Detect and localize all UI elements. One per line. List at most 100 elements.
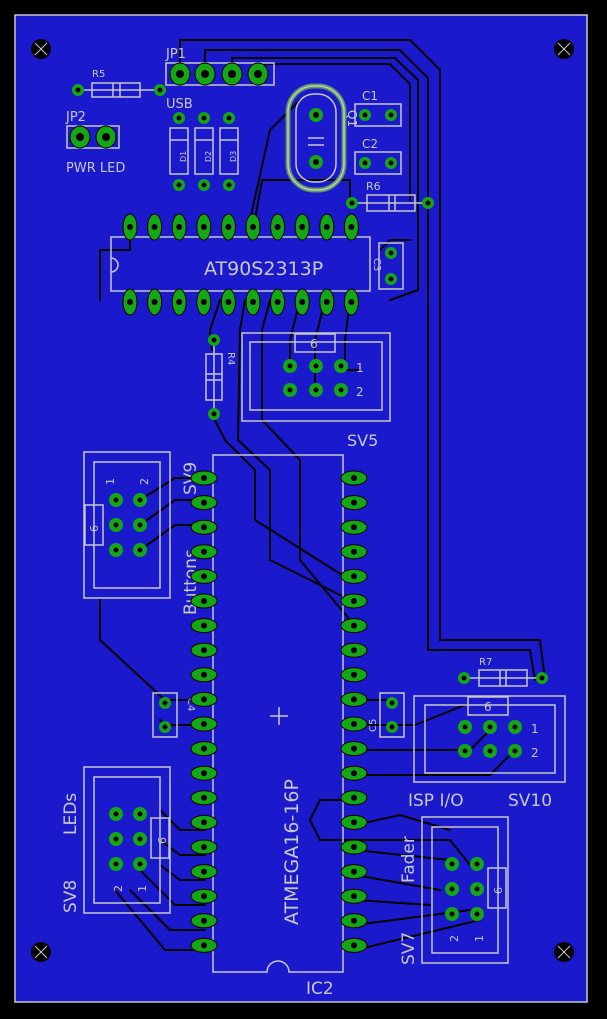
sv10-pin6-label: 6 <box>484 700 492 714</box>
ic2-pad-hole <box>351 475 357 481</box>
isp-label: ISP I/O <box>408 791 464 811</box>
ic1-pad-hole <box>176 224 183 230</box>
ic1-pad-hole <box>151 299 158 305</box>
r6-resistor <box>346 194 434 212</box>
ic2-pad-hole <box>351 573 357 580</box>
ic1-pad-hole <box>323 299 330 305</box>
d2-label: D2 <box>204 151 213 162</box>
r5-label: R5 <box>92 69 105 80</box>
ic2-pad-hole <box>201 622 207 629</box>
sv5-pin1-label: 1 <box>356 361 364 375</box>
d1-label: D1 <box>179 151 188 162</box>
ic2-pad-hole <box>201 671 207 678</box>
ic1-pad-hole <box>250 224 256 230</box>
capacitor-c3 <box>378 242 404 290</box>
ic1-label: AT90S2313P <box>204 258 323 280</box>
sv8-pin6-label: 6 <box>156 837 169 844</box>
ic1-at90s2313 <box>110 213 371 316</box>
sv8-connector <box>83 766 171 914</box>
ic2-pad-hole <box>201 524 207 531</box>
ic2-pad-hole <box>351 770 357 777</box>
c5-label: C5 <box>368 719 379 732</box>
jp2-header <box>66 125 120 149</box>
r5-resistor <box>72 82 166 98</box>
sv8-pin2-label: 2 <box>112 885 125 892</box>
ic2-atmega16 <box>190 454 368 973</box>
ic1-pad-hole <box>250 299 256 305</box>
usb-label: USB <box>166 97 193 112</box>
sv8-label: SV8 <box>61 880 81 913</box>
r7-label: R7 <box>479 657 492 668</box>
ic2-label: IC2 <box>306 979 334 999</box>
sv10-isp-connector <box>413 695 566 783</box>
ic2-name-label: ATMEGA16-16P <box>281 779 303 925</box>
ic1-pad-hole <box>200 299 207 305</box>
ic1-pad-hole <box>151 224 158 230</box>
ic2-pad-hole <box>351 598 357 604</box>
r7-resistor <box>458 669 548 687</box>
ic2-pad-hole <box>201 917 207 924</box>
ic2-pad-hole <box>351 622 357 629</box>
ic2-pad-hole <box>351 647 357 654</box>
ic2-pad-hole <box>351 696 357 703</box>
jp1-label: JP1 <box>165 47 186 62</box>
ic2-pad-hole <box>351 844 357 850</box>
ic2-pad-hole <box>201 868 207 875</box>
ic2-pad-hole <box>201 721 207 727</box>
ic2-pad-hole <box>201 696 207 703</box>
leds-label: LEDs <box>61 793 81 835</box>
sv8-pin1-label: 1 <box>136 885 149 892</box>
fader-label: Fader <box>399 836 419 883</box>
ic2-pad-hole <box>201 794 207 801</box>
capacitor-c5 <box>379 692 405 738</box>
ic1-pad-hole <box>127 299 133 305</box>
ic2-pad-hole <box>351 794 357 801</box>
c1-label: C1 <box>362 89 378 103</box>
ic2-pad-hole <box>351 548 357 555</box>
sv7-pin2-label: 2 <box>448 935 461 942</box>
capacitor-c2 <box>354 151 402 175</box>
r6-label: R6 <box>366 180 381 193</box>
ic1-pad-hole <box>348 224 355 230</box>
ic2-pad-hole <box>201 573 207 580</box>
ic2-pad-hole <box>201 893 207 900</box>
sv10-label: SV10 <box>508 791 552 811</box>
sv9-pin6-label: 6 <box>88 525 101 532</box>
sv7-connector <box>421 816 509 964</box>
ic1-pad-hole <box>176 299 183 305</box>
sv7-pin6-label: 6 <box>492 887 505 894</box>
ic2-pad-hole <box>201 499 207 506</box>
c3-label: C3 <box>371 258 382 271</box>
ic2-pad-hole <box>201 548 207 555</box>
q1-label: Q1 <box>345 110 359 127</box>
ic2-pad-hole <box>201 745 207 752</box>
traces <box>99 39 546 951</box>
sv5-pin6-label: 6 <box>310 337 318 351</box>
sv9-pin1-label: 1 <box>104 478 117 485</box>
ic2-pad-hole <box>351 721 357 727</box>
ic2-pad-hole <box>201 647 207 654</box>
ic2-pad-hole <box>201 770 207 777</box>
ic2-pad-hole <box>351 917 357 924</box>
sv7-label: SV7 <box>399 932 419 965</box>
mounting-holes <box>31 39 574 962</box>
ic2-pad-hole <box>351 819 357 826</box>
capacitor-c1 <box>354 103 402 127</box>
sv10-pin1-label: 1 <box>531 722 539 736</box>
ic1-pad-hole <box>299 299 306 305</box>
capacitor-c4 <box>152 692 178 738</box>
ic1-pad-hole <box>225 224 232 230</box>
crystal-q1 <box>285 83 347 193</box>
sv5-label: SV5 <box>347 431 378 450</box>
pwr-led-label: PWR LED <box>66 161 125 176</box>
c2-label: C2 <box>362 137 378 151</box>
ic2-pad-hole <box>351 868 357 875</box>
ic2-pad-hole <box>351 942 357 949</box>
ic2-pad-hole <box>201 475 207 481</box>
sv9-pin2-label: 2 <box>138 478 151 485</box>
ic2-pad-hole <box>351 671 357 678</box>
ic1-pad-hole <box>200 224 207 230</box>
sv5-pin2-label: 2 <box>356 385 364 399</box>
sv10-pin2-label: 2 <box>531 746 539 760</box>
